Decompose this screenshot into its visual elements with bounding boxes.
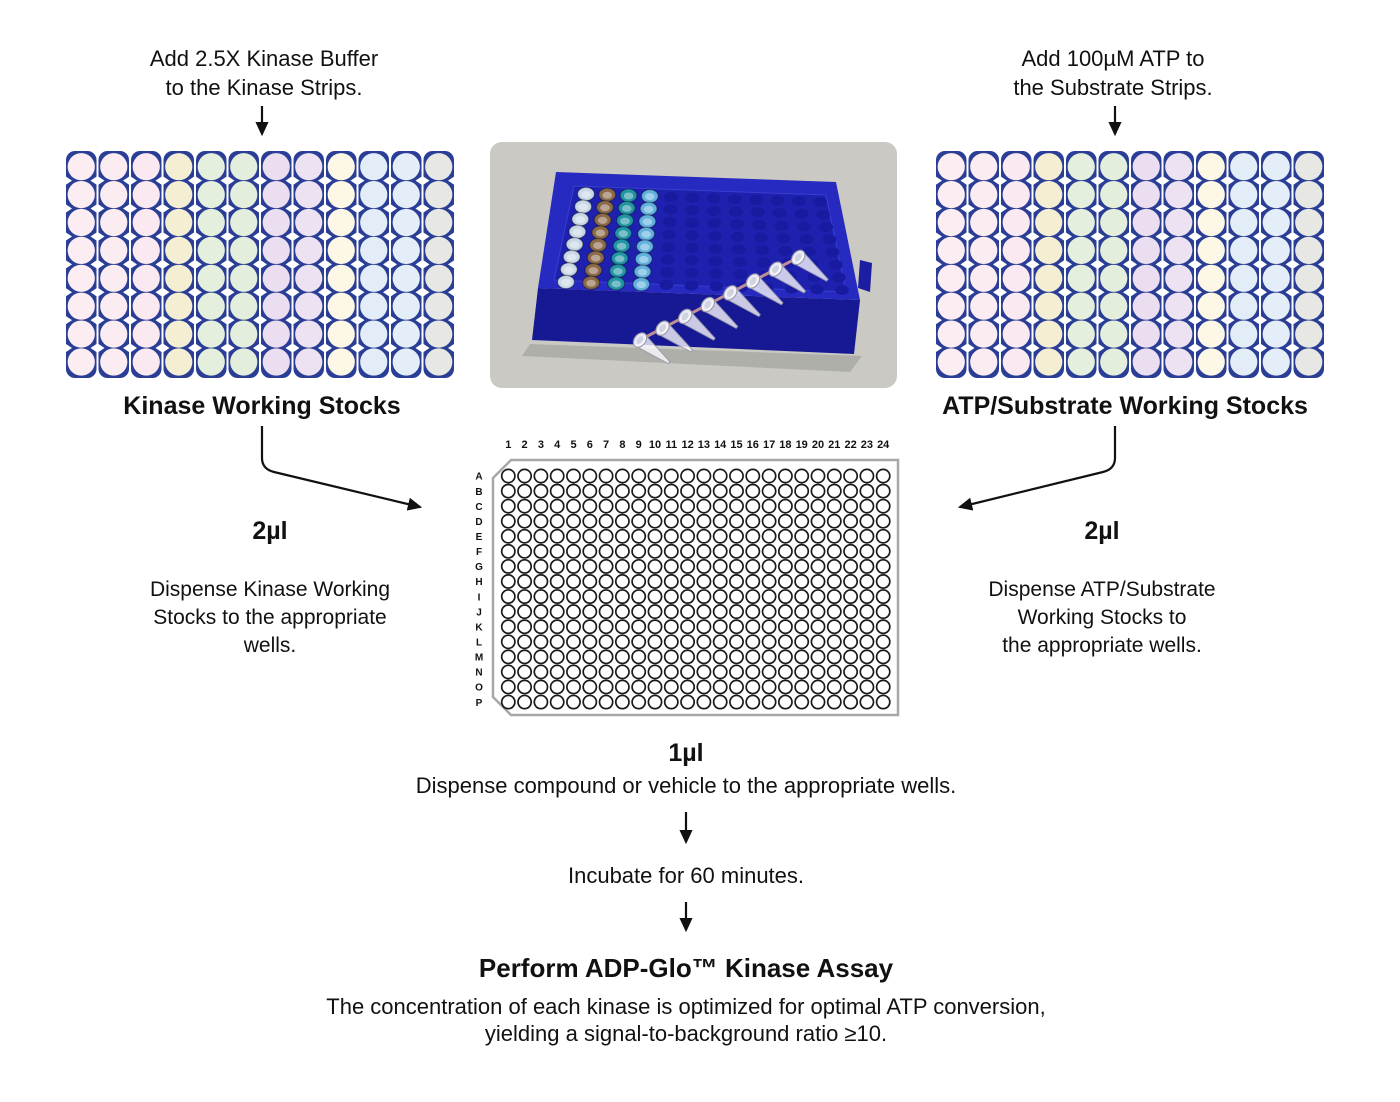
svg-text:24: 24 [877, 439, 890, 451]
svg-text:20: 20 [812, 439, 824, 451]
assay-note-text: The concentration of each kinase is opti… [326, 994, 1046, 1046]
svg-text:21: 21 [828, 439, 840, 451]
caption-atp-substrate-working-stocks: ATP/Substrate Working Stocks [942, 392, 1308, 420]
left-dispense-block: 2µl Dispense Kinase Working Stocks to th… [120, 498, 420, 678]
tube-rack-photo [490, 142, 897, 388]
rack-wells-and-tubes [556, 186, 849, 365]
right-dispense-volume: 2µl [1084, 517, 1120, 545]
perform-assay-title: Perform ADP-Glo™ Kinase Assay [478, 953, 894, 983]
right-dispense-text: Dispense ATP/Substrate Working Stocks to… [988, 578, 1216, 657]
rack-shadow [522, 344, 862, 372]
svg-text:18: 18 [779, 439, 791, 451]
svg-text:L: L [476, 637, 482, 648]
atp-substrate-strip-plate-illustration [936, 151, 1324, 378]
svg-text:23: 23 [861, 439, 873, 451]
left-dispense-volume: 2µl [252, 517, 288, 545]
svg-text:A: A [475, 472, 482, 483]
svg-text:4: 4 [554, 439, 561, 451]
svg-text:K: K [475, 622, 483, 633]
svg-text:1: 1 [505, 439, 511, 451]
svg-text:9: 9 [636, 439, 642, 451]
svg-text:10: 10 [649, 439, 661, 451]
svg-text:16: 16 [747, 439, 759, 451]
incubate-text: Incubate for 60 minutes. [567, 863, 805, 888]
svg-text:G: G [475, 562, 483, 573]
svg-text:13: 13 [698, 439, 710, 451]
svg-text:14: 14 [714, 439, 727, 451]
kinase-strip-plate-illustration [66, 151, 454, 378]
svg-text:15: 15 [730, 439, 742, 451]
svg-text:6: 6 [587, 439, 593, 451]
svg-text:N: N [475, 668, 482, 679]
svg-text:E: E [476, 532, 483, 543]
svg-text:2: 2 [522, 439, 528, 451]
svg-text:M: M [475, 653, 483, 664]
svg-text:11: 11 [665, 439, 677, 451]
svg-text:B: B [475, 487, 482, 498]
right-dispense-block: 2µl Dispense ATP/Substrate Working Stock… [952, 498, 1252, 678]
instruction-add-atp: Add 100µM ATP to the Substrate Strips. [1013, 46, 1213, 100]
left-dispense-text: Dispense Kinase Working Stocks to the ap… [149, 578, 391, 657]
svg-text:17: 17 [763, 439, 775, 451]
svg-text:C: C [475, 502, 482, 513]
svg-text:P: P [476, 698, 483, 709]
svg-text:3: 3 [538, 439, 544, 451]
svg-text:22: 22 [844, 439, 856, 451]
svg-text:D: D [475, 517, 482, 528]
arrow-elbow-left-to-384-plate-icon [260, 426, 423, 511]
center-dispense-text: Dispense compound or vehicle to the appr… [415, 773, 957, 798]
svg-text:12: 12 [681, 439, 693, 451]
svg-text:8: 8 [619, 439, 625, 451]
svg-text:19: 19 [796, 439, 808, 451]
svg-text:O: O [475, 683, 483, 694]
svg-text:7: 7 [603, 439, 609, 451]
instruction-add-kinase-buffer: Add 2.5X Kinase Buffer to the Kinase Str… [149, 46, 379, 100]
svg-text:H: H [475, 577, 482, 588]
rack-side-tab [858, 260, 872, 292]
svg-text:I: I [478, 592, 481, 603]
svg-text:J: J [476, 607, 482, 618]
center-dispense-volume: 1µl [668, 739, 704, 767]
caption-kinase-working-stocks: Kinase Working Stocks [123, 392, 401, 420]
svg-text:F: F [476, 547, 482, 558]
svg-text:5: 5 [570, 439, 576, 451]
arrow-elbow-right-to-384-plate-icon [957, 426, 1117, 511]
